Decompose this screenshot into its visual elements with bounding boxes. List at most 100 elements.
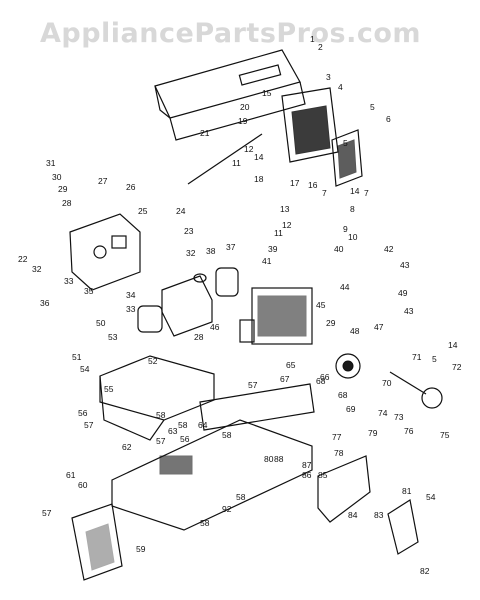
part-callout-45[interactable]: 45 <box>316 300 326 310</box>
part-callout-43[interactable]: 43 <box>404 306 414 316</box>
part-callout-88[interactable]: 88 <box>274 454 284 464</box>
part-callout-56[interactable]: 56 <box>78 408 88 418</box>
part-callout-13[interactable]: 13 <box>280 204 290 214</box>
part-callout-84[interactable]: 84 <box>348 510 358 520</box>
part-callout-39[interactable]: 39 <box>268 244 278 254</box>
part-callout-17[interactable]: 17 <box>290 178 300 188</box>
part-callout-15[interactable]: 15 <box>262 88 272 98</box>
part-callout-68[interactable]: 68 <box>316 376 326 386</box>
part-callout-63[interactable]: 63 <box>168 426 178 436</box>
part-callout-29[interactable]: 29 <box>326 318 336 328</box>
part-callout-57[interactable]: 57 <box>248 380 258 390</box>
main-frame-part[interactable] <box>111 383 315 531</box>
part-callout-23[interactable]: 23 <box>184 226 194 236</box>
part-callout-57[interactable]: 57 <box>156 436 166 446</box>
part-callout-50[interactable]: 50 <box>96 318 106 328</box>
part-callout-74[interactable]: 74 <box>378 408 388 418</box>
part-callout-78[interactable]: 78 <box>334 448 344 458</box>
part-callout-25[interactable]: 25 <box>138 206 148 216</box>
part-callout-54[interactable]: 54 <box>80 364 90 374</box>
part-callout-48[interactable]: 48 <box>350 326 360 336</box>
part-callout-79[interactable]: 79 <box>368 428 378 438</box>
part-callout-75[interactable]: 75 <box>440 430 450 440</box>
part-callout-32[interactable]: 32 <box>32 264 42 274</box>
front-housing-part[interactable] <box>71 503 123 581</box>
part-callout-18[interactable]: 18 <box>254 174 264 184</box>
grille-part[interactable] <box>281 87 339 163</box>
part-callout-38[interactable]: 38 <box>206 246 216 256</box>
part-callout-55[interactable]: 55 <box>104 384 114 394</box>
part-callout-14[interactable]: 14 <box>350 186 360 196</box>
part-callout-47[interactable]: 47 <box>374 322 384 332</box>
part-callout-58[interactable]: 58 <box>156 410 166 420</box>
part-callout-7[interactable]: 7 <box>322 188 327 198</box>
hood-part[interactable] <box>154 49 306 141</box>
part-callout-54[interactable]: 54 <box>426 492 436 502</box>
part-callout-20[interactable]: 20 <box>240 102 250 112</box>
part-callout-76[interactable]: 76 <box>404 426 414 436</box>
part-callout-71[interactable]: 71 <box>412 352 422 362</box>
part-callout-60[interactable]: 60 <box>78 480 88 490</box>
part-callout-58[interactable]: 58 <box>200 518 210 528</box>
part-callout-12[interactable]: 12 <box>282 220 292 230</box>
part-callout-11[interactable]: 11 <box>232 158 241 168</box>
part-callout-3[interactable]: 3 <box>326 72 331 82</box>
part-callout-33[interactable]: 33 <box>126 304 136 314</box>
part-callout-12[interactable]: 12 <box>244 144 254 154</box>
part-callout-57[interactable]: 57 <box>42 508 52 518</box>
tank-strap-part[interactable] <box>137 267 239 333</box>
part-callout-14[interactable]: 14 <box>448 340 458 350</box>
part-callout-77[interactable]: 77 <box>332 432 342 442</box>
part-callout-5[interactable]: 5 <box>432 354 437 364</box>
part-callout-72[interactable]: 72 <box>452 362 462 372</box>
side-panel-part[interactable] <box>331 129 363 187</box>
part-callout-10[interactable]: 10 <box>348 232 358 242</box>
part-callout-22[interactable]: 22 <box>18 254 28 264</box>
part-callout-68[interactable]: 68 <box>338 390 348 400</box>
part-callout-87[interactable]: 87 <box>302 460 312 470</box>
part-callout-64[interactable]: 64 <box>198 420 208 430</box>
part-callout-37[interactable]: 37 <box>226 242 236 252</box>
part-callout-66[interactable]: 66 <box>320 372 330 382</box>
part-callout-70[interactable]: 70 <box>382 378 392 388</box>
part-callout-27[interactable]: 27 <box>98 176 108 186</box>
part-callout-61[interactable]: 61 <box>66 470 76 480</box>
part-callout-31[interactable]: 31 <box>46 158 56 168</box>
part-callout-44[interactable]: 44 <box>340 282 350 292</box>
part-callout-32[interactable]: 32 <box>186 248 196 258</box>
part-callout-56[interactable]: 56 <box>180 434 190 444</box>
part-callout-33[interactable]: 33 <box>64 276 74 286</box>
part-callout-5[interactable]: 5 <box>370 102 375 112</box>
part-callout-11[interactable]: 11 <box>274 228 283 238</box>
part-callout-83[interactable]: 83 <box>374 510 384 520</box>
part-callout-5[interactable]: 5 <box>343 138 348 148</box>
pulley-part[interactable] <box>335 353 361 379</box>
engine-part[interactable] <box>239 287 313 345</box>
part-callout-73[interactable]: 73 <box>394 412 404 422</box>
part-callout-92[interactable]: 92 <box>222 504 232 514</box>
part-callout-34[interactable]: 34 <box>126 290 136 300</box>
fuel-tank-part[interactable] <box>161 273 213 337</box>
part-callout-21[interactable]: 21 <box>200 128 210 138</box>
part-callout-9[interactable]: 9 <box>343 224 348 234</box>
part-callout-86[interactable]: 86 <box>302 470 312 480</box>
part-callout-19[interactable]: 19 <box>238 116 248 126</box>
part-callout-35[interactable]: 35 <box>84 286 94 296</box>
part-callout-51[interactable]: 51 <box>72 352 82 362</box>
part-callout-28[interactable]: 28 <box>194 332 204 342</box>
part-callout-28[interactable]: 28 <box>62 198 72 208</box>
part-callout-80[interactable]: 80 <box>264 454 274 464</box>
part-callout-67[interactable]: 67 <box>280 374 290 384</box>
rear-bracket-part[interactable] <box>317 455 371 523</box>
part-callout-2[interactable]: 2 <box>318 42 323 52</box>
part-callout-53[interactable]: 53 <box>108 332 118 342</box>
part-callout-82[interactable]: 82 <box>420 566 430 576</box>
part-callout-46[interactable]: 46 <box>210 322 220 332</box>
part-callout-26[interactable]: 26 <box>126 182 136 192</box>
part-callout-41[interactable]: 41 <box>262 256 272 266</box>
dash-panel-part[interactable] <box>69 213 141 291</box>
part-callout-29[interactable]: 29 <box>58 184 68 194</box>
part-callout-16[interactable]: 16 <box>308 180 318 190</box>
part-callout-6[interactable]: 6 <box>386 114 391 124</box>
part-callout-42[interactable]: 42 <box>384 244 394 254</box>
